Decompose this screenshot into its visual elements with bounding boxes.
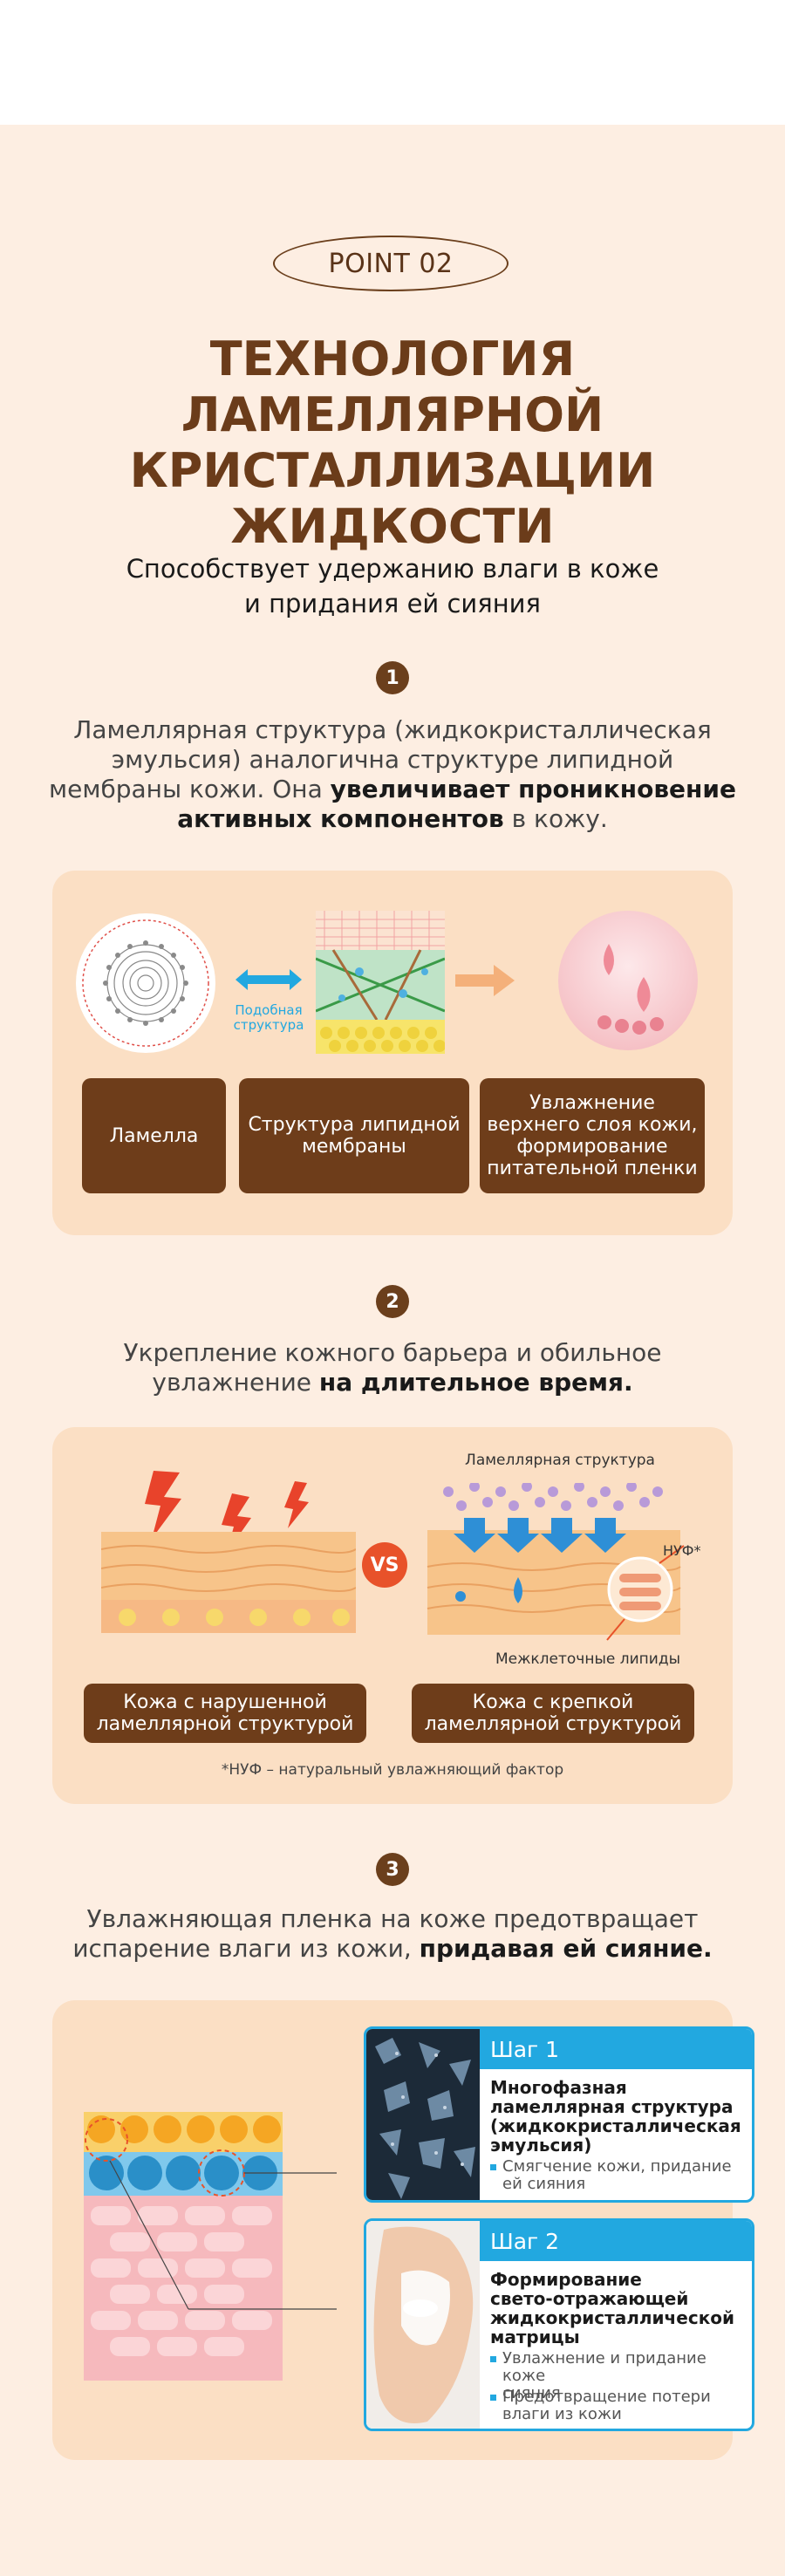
lamellar-structure-label: Ламеллярная структура <box>465 1452 655 1469</box>
text-line: эмульсия) аналогична структуре липидной <box>111 745 674 774</box>
hand-cream-image <box>366 2221 480 2429</box>
section2-description: Укрепление кожного барьера и обильное ув… <box>0 1338 785 1397</box>
section-number-3: 3 <box>376 1853 409 1886</box>
intercellular-lipids-label: Межклеточные липиды <box>495 1650 681 1668</box>
label-box-healthy-skin: Кожа с крепкой ламеллярной структурой <box>412 1684 694 1743</box>
similar-structure-label: Подобная структура <box>233 1002 304 1033</box>
section-number-2: 2 <box>376 1285 409 1318</box>
text-line: мембраны кожи. Она увеличивает проникнов… <box>0 775 785 804</box>
damaged-skin-illustration <box>101 1471 356 1633</box>
point-badge: POINT 02 <box>273 236 509 291</box>
bullet-text: Смягчение кожи, придание ей сияния <box>502 2157 732 2193</box>
section3-description: Увлажняющая пленка на коже предотвращает… <box>0 1904 785 1964</box>
step2-bullet: Увлажнение и придание коже сияния <box>490 2350 747 2402</box>
subtitle-line: и придания ей сияния <box>244 589 541 618</box>
arrow-right-icon <box>455 965 515 996</box>
section-number-1: 1 <box>376 661 409 694</box>
text-bold: придавая ей сияние. <box>419 1934 713 1963</box>
label-box-damaged-skin: Кожа с нарушенной ламеллярной структурой <box>84 1684 366 1743</box>
title-line: ЖИДКОСТИ <box>230 499 555 554</box>
nmf-footnote: *НУФ – натуральный увлажняющий фактор <box>221 1761 564 1779</box>
text-span: в кожу. <box>503 804 608 833</box>
label-box-moisture: Увлажнение верхнего слоя кожи, формирова… <box>480 1078 705 1193</box>
step1-header: Шаг 1 <box>480 2029 752 2069</box>
box-label: Увлажнение верхнего слоя кожи, формирова… <box>487 1092 698 1179</box>
bullet-text: Предотвращение потери влаги из кожи <box>502 2388 711 2423</box>
moisture-film-panel: Шаг 1 Многофазная ламеллярная структура … <box>52 2000 754 2460</box>
text-bold: на длительное время. <box>318 1368 633 1397</box>
text-bold: активных компонентов <box>177 804 504 833</box>
crystal-texture-image <box>366 2029 480 2200</box>
lamella-illustration <box>76 913 215 1053</box>
label-box-lamella: Ламелла <box>82 1078 226 1193</box>
vs-badge: VS <box>362 1542 407 1588</box>
step1-title: Многофазная ламеллярная структура (жидко… <box>490 2077 741 2156</box>
page-subtitle: Способствует удержанию влаги в коже и пр… <box>0 551 785 621</box>
box-label: Структура липидной мембраны <box>248 1114 461 1158</box>
moisture-illustration <box>558 911 698 1050</box>
text-line: активных компонентов в кожу. <box>0 804 785 834</box>
step2-card: Шаг 2 Формирование свето-отражающей жидк… <box>364 2218 754 2431</box>
text-line: Увлажняющая пленка на коже предотвращает <box>86 1904 699 1933</box>
box-label: Ламелла <box>109 1124 199 1147</box>
text-span: испарение влаги из кожи, <box>72 1934 420 1963</box>
step1-card: Шаг 1 Многофазная ламеллярная структура … <box>364 2026 754 2203</box>
title-line: ЛАМЕЛЛЯРНОЙ <box>181 387 604 442</box>
section1-description: Ламеллярная структура (жидкокристалличес… <box>0 715 785 834</box>
box-label: Кожа с нарушенной ламеллярной структурой <box>96 1691 354 1735</box>
text-line: испарение влаги из кожи, придавая ей сия… <box>0 1934 785 1964</box>
text-span: увлажнение <box>152 1368 319 1397</box>
box-label: Кожа с крепкой ламеллярной структурой <box>424 1691 682 1735</box>
title-line: КРИСТАЛЛИЗАЦИИ <box>129 443 656 498</box>
skin-layer-illustration <box>84 2112 337 2381</box>
label-box-membrane: Структура липидной мембраны <box>239 1078 469 1193</box>
step2-title: Формирование свето-отражающей жидкокрист… <box>490 2269 735 2347</box>
text-line: Укрепление кожного барьера и обильное <box>123 1338 662 1367</box>
text-bold: увеличивает проникновение <box>330 775 736 803</box>
double-arrow-icon <box>236 969 302 990</box>
title-line: ТЕХНОЛОГИЯ <box>209 331 576 386</box>
subtitle-line: Способствует удержанию влаги в коже <box>126 554 659 584</box>
text-line: увлажнение на длительное время. <box>0 1368 785 1397</box>
nmf-label: НУФ* <box>663 1542 701 1559</box>
lamella-panel: Подобная структура Ламелла Структура лип… <box>52 871 733 1235</box>
step2-header: Шаг 2 <box>480 2221 752 2261</box>
bullet-text: Увлажнение и придание коже сияния <box>502 2349 706 2402</box>
page-title: ТЕХНОЛОГИЯ ЛАМЕЛЛЯРНОЙ КРИСТАЛЛИЗАЦИИ ЖИ… <box>0 331 785 555</box>
step2-bullet: Предотвращение потери влаги из кожи <box>490 2388 747 2423</box>
healthy-skin-illustration <box>427 1483 685 1641</box>
step1-bullet: Смягчение кожи, придание ей сияния <box>490 2158 747 2193</box>
lipid-membrane-illustration <box>316 911 445 1054</box>
text-span: мембраны кожи. Она <box>48 775 331 803</box>
text-line: Ламеллярная структура (жидкокристалличес… <box>73 715 712 744</box>
barrier-panel: VS Ламеллярная структура НУФ* Межклеточн… <box>52 1427 733 1804</box>
